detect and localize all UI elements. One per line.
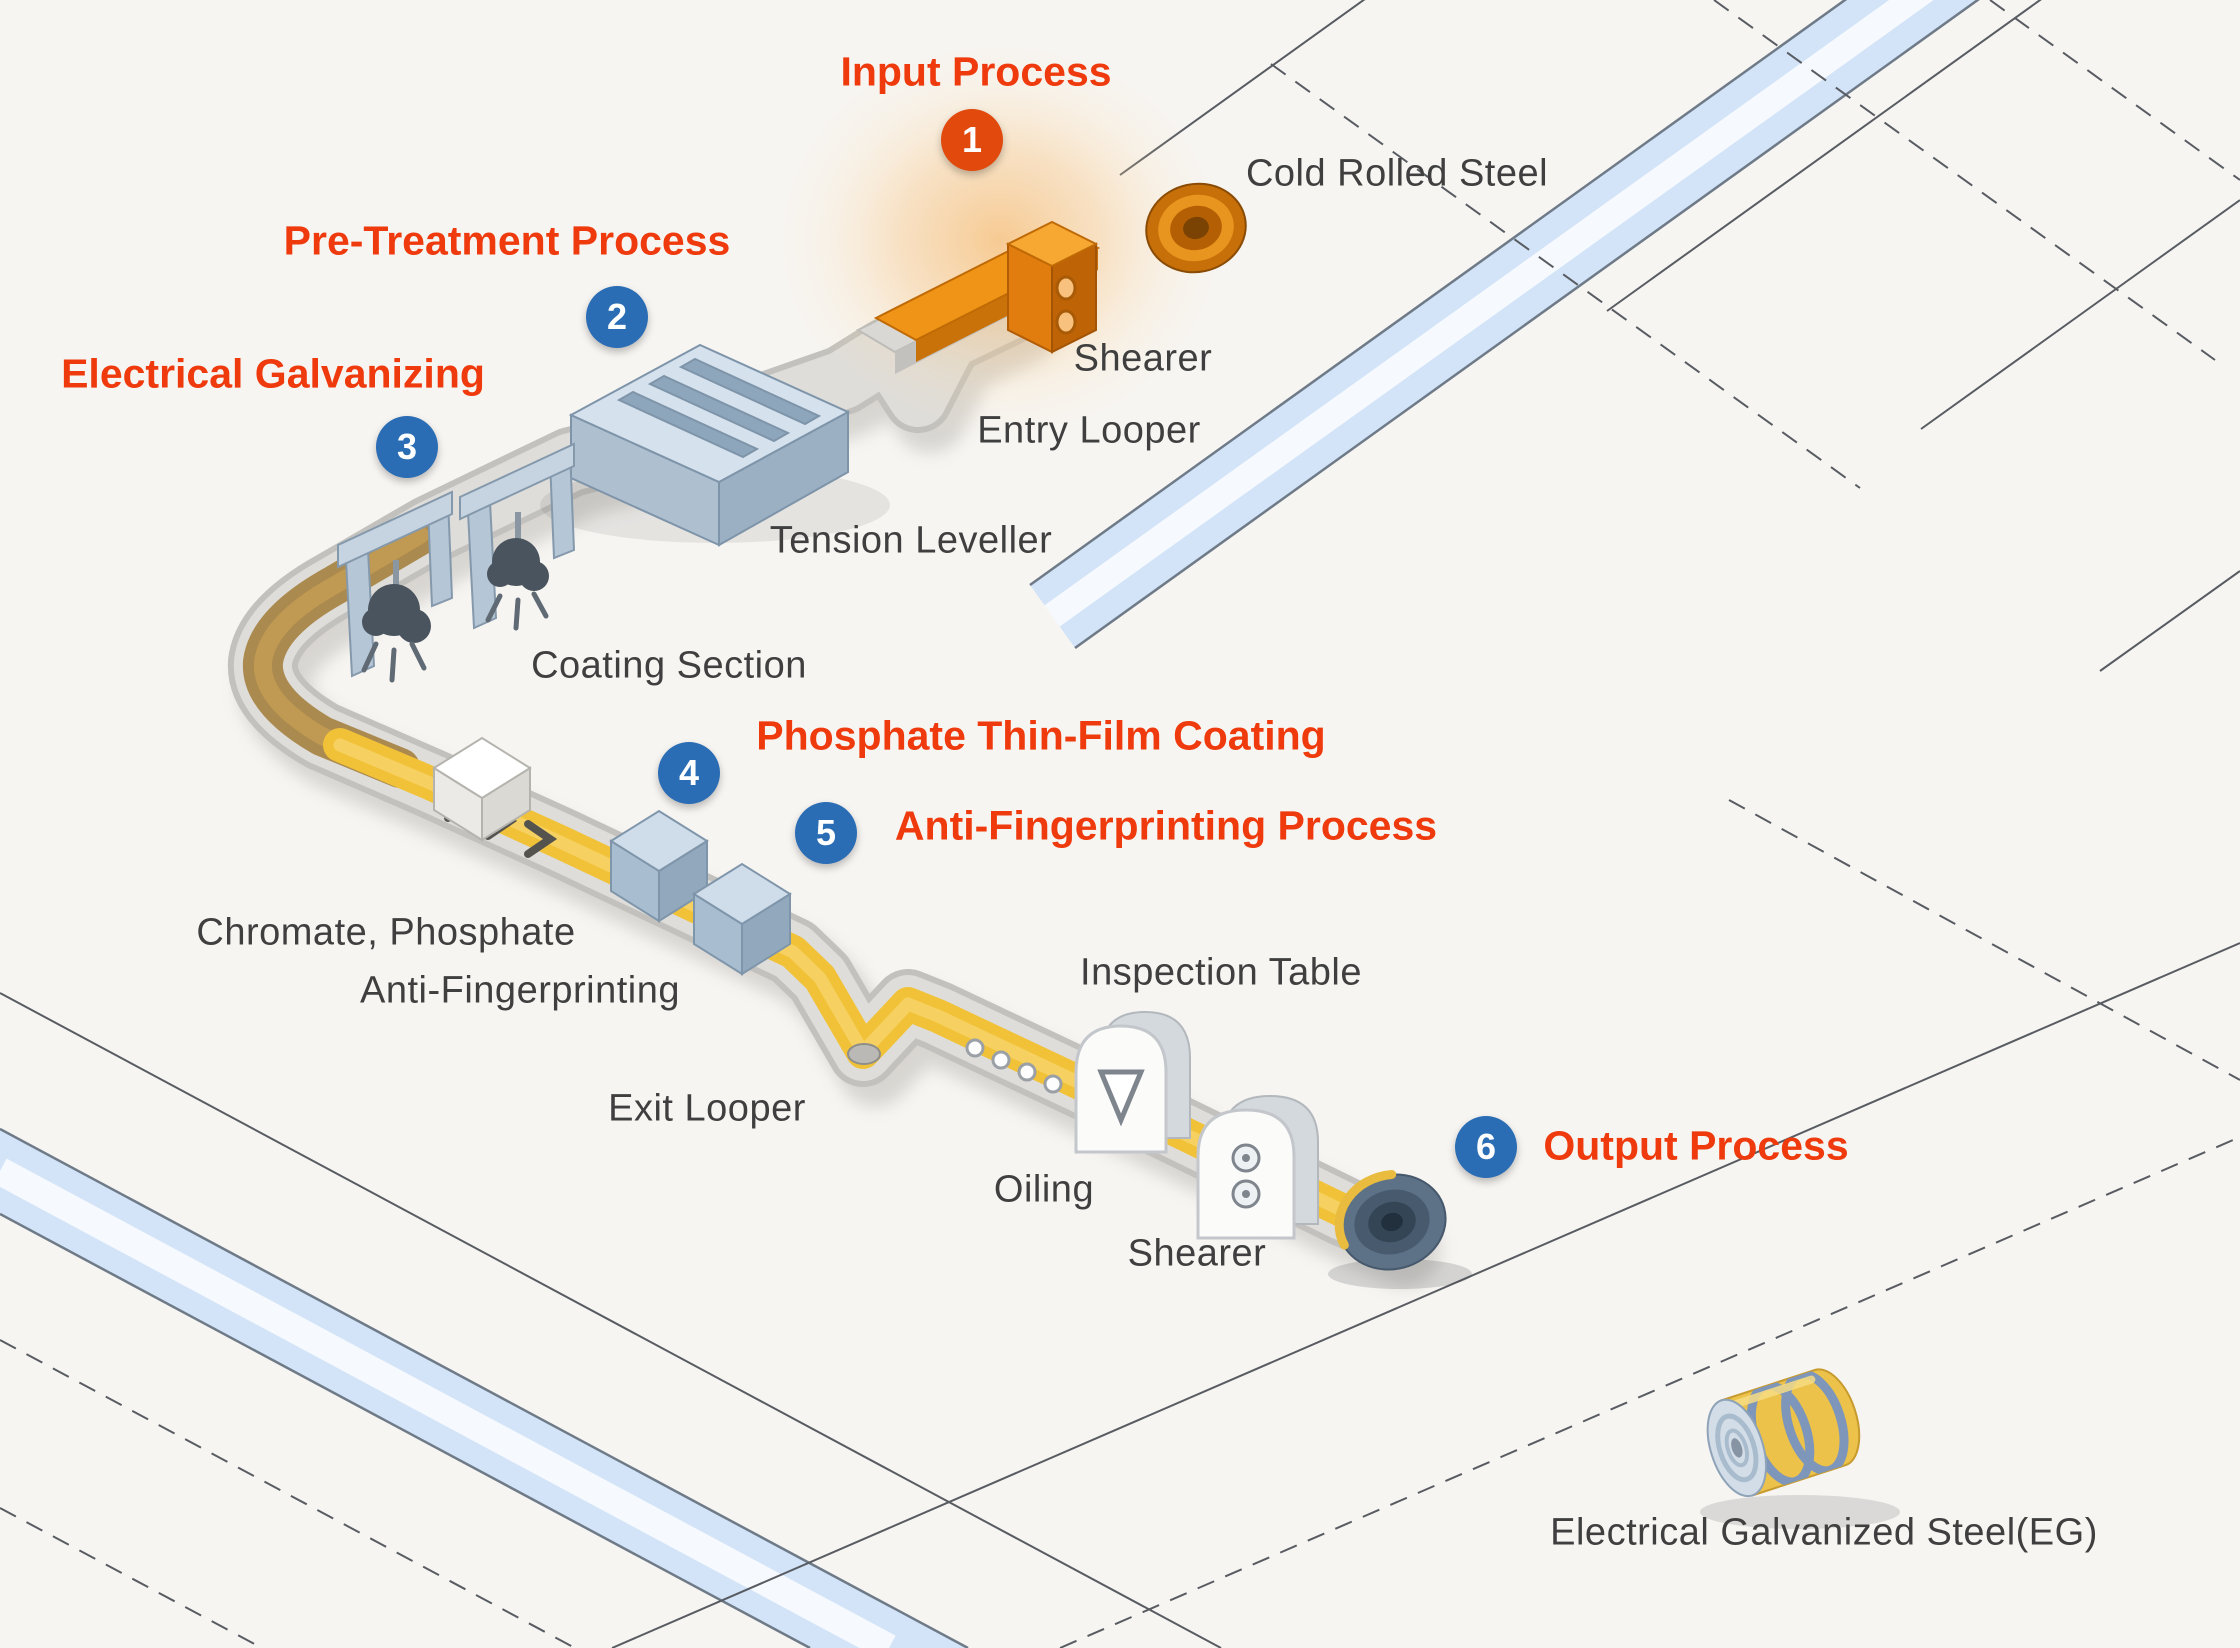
exit-looper-rollers <box>847 1038 1063 1094</box>
step-label-antifingerprint: Anti-Fingerprinting Process <box>894 802 1438 849</box>
label-shearer-exit: Shearer <box>1127 1232 1267 1275</box>
label-cold-rolled-steel: Cold Rolled Steel <box>1245 152 1549 195</box>
label-exit-looper: Exit Looper <box>608 1087 806 1130</box>
step-badge-6: 6 <box>1455 1116 1517 1178</box>
output-coil <box>1328 1169 1472 1289</box>
label-anti-fingerprinting: Anti-Fingerprinting <box>360 969 680 1012</box>
tension-leveller-machine <box>540 343 890 547</box>
chromate-applicator-box <box>432 736 532 842</box>
oiling-machine <box>1074 1010 1191 1154</box>
step-badge-1: 1 <box>941 109 1003 171</box>
step-label-galvanizing: Electrical Galvanizing <box>61 350 485 397</box>
galvanizing-gantry-2 <box>459 442 576 631</box>
step-label-pretreatment: Pre-Treatment Process <box>283 217 731 264</box>
step-badge-3: 3 <box>376 416 438 478</box>
floor-stripe-upper <box>1029 0 1980 650</box>
step-label-phosphate: Phosphate Thin-Film Coating <box>756 712 1326 759</box>
antifingerprint-coater-box <box>692 862 792 976</box>
galvanizing-gantry-1 <box>337 490 454 683</box>
step-label-input: Input Process <box>840 48 1112 95</box>
eg-product-coil <box>1700 1368 1900 1529</box>
input-uncoiler-machine <box>855 182 1247 374</box>
label-coating-section: Coating Section <box>531 644 807 687</box>
label-tension-leveller: Tension Leveller <box>769 519 1053 562</box>
label-inspection-table: Inspection Table <box>1080 951 1362 994</box>
step-badge-4: 4 <box>658 742 720 804</box>
label-chromate-phosphate: Chromate, Phosphate <box>196 911 576 954</box>
label-shearer-entry: Shearer <box>1073 337 1213 380</box>
step-badge-5: 5 <box>795 802 857 864</box>
step-label-output: Output Process <box>1543 1122 1849 1169</box>
label-oiling: Oiling <box>993 1168 1095 1211</box>
floor-stripe-lower <box>0 1127 969 1648</box>
step-badge-2: 2 <box>586 286 648 348</box>
exit-shearer-machine <box>1196 1094 1319 1240</box>
label-eg-product: Electrical Galvanized Steel(EG) <box>1550 1511 2098 1554</box>
cold-rolled-coil <box>1145 182 1247 274</box>
label-entry-looper: Entry Looper <box>977 409 1201 452</box>
